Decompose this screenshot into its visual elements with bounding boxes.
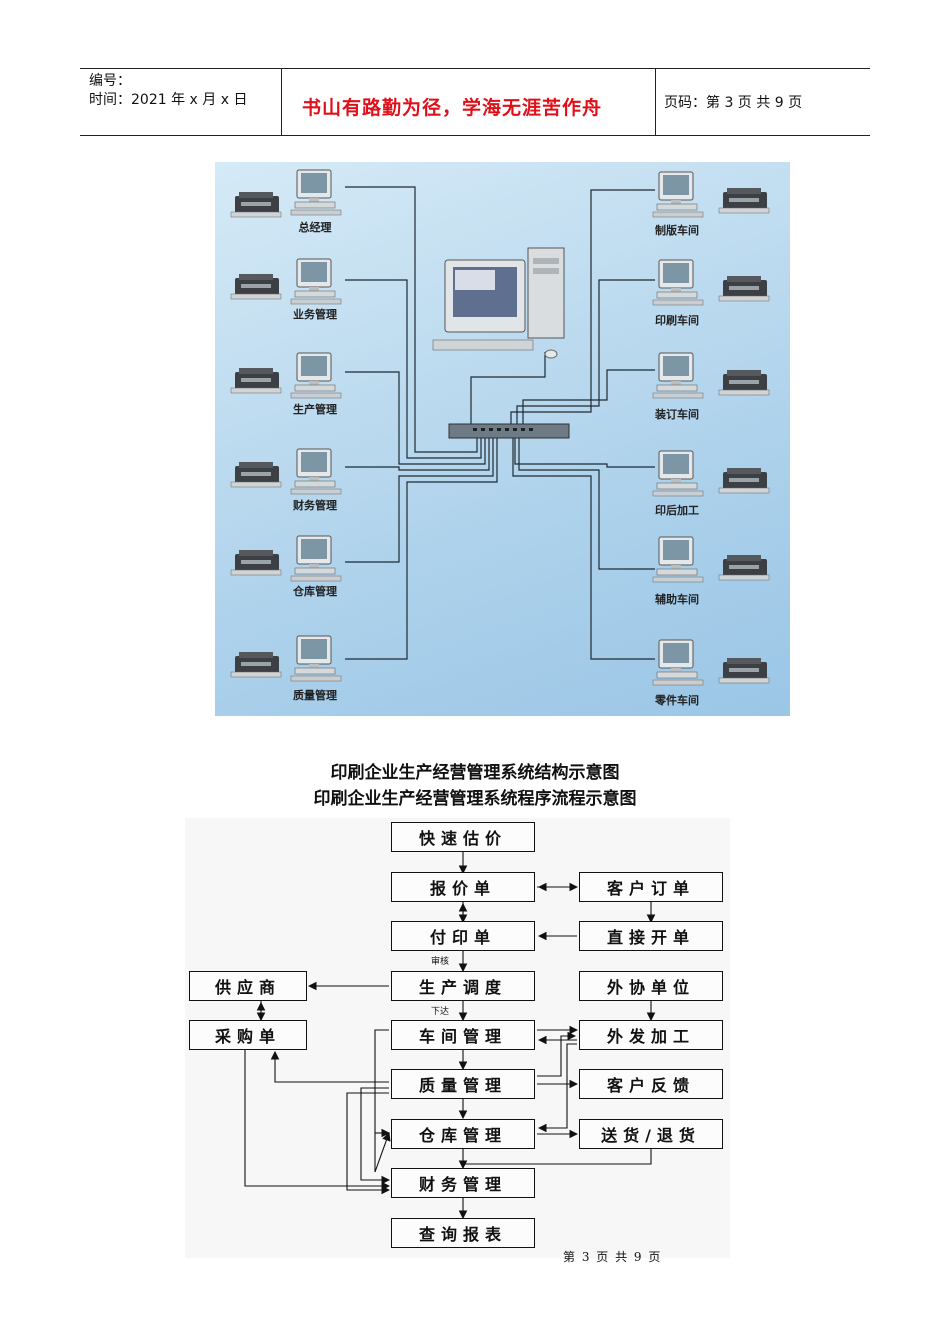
box-supplier: 供应商 [189,971,307,1001]
network-cables [345,186,655,660]
box-customer-feedback: 客户反馈 [579,1069,723,1099]
left-node-label: 仓库管理 [292,584,337,598]
left-node-label: 生产管理 [293,402,337,416]
flow-caption: 印刷企业生产经营管理系统程序流程示意图 [313,789,637,809]
box-print-order: 付印单 [391,921,535,951]
left-node-4: 财务管理 [230,448,342,512]
box-query-report: 查询报表 [391,1218,535,1248]
left-node-2: 业务管理 [230,258,342,321]
left-node-6: 质量管理 [230,635,342,702]
header-divider-right [655,68,656,136]
right-node-6: 零件车间 [652,639,770,707]
header-divider-left [281,68,282,136]
box-customer-order: 客户订单 [579,872,723,902]
right-node-label: 辅助车间 [655,592,699,606]
box-quality-management: 质量管理 [391,1069,535,1099]
flowchart: 快速估价 报价单 客户订单 付印单 直接开单 生产调度 供应商 外协单位 采购单… [185,818,730,1258]
left-node-5: 仓库管理 [230,535,342,598]
right-node-2: 印刷车间 [652,259,770,327]
box-warehouse-management: 仓库管理 [391,1119,535,1149]
box-delivery-return: 送货/退货 [579,1119,723,1149]
right-node-5: 辅助车间 [652,536,770,606]
page-footer: 第 3 页 共 9 页 [563,1250,661,1264]
box-purchase-order: 采购单 [189,1020,307,1050]
right-node-label: 印后加工 [655,503,699,517]
left-node-label: 业务管理 [293,307,337,321]
right-node-label: 制版车间 [655,223,699,237]
right-node-3: 装订车间 [652,352,770,421]
header-bottom-rule [80,135,870,136]
serial-label: 编号： [89,73,131,89]
box-direct-order: 直接开单 [579,921,723,951]
right-node-1: 制版车间 [652,171,770,237]
right-node-label: 印刷车间 [655,313,699,327]
box-finance-management: 财务管理 [391,1168,535,1198]
network-diagram: 总经理 业务管理 生产管理 财务管理 仓库管理 质量管理 制版车间 [215,162,790,716]
header-top-rule [80,68,870,69]
box-workshop-management: 车间管理 [391,1020,535,1050]
right-node-label: 零件车间 [654,693,699,707]
left-node-1: 总经理 [230,169,342,234]
box-production-dispatch: 生产调度 [391,971,535,1001]
box-quotation: 报价单 [391,872,535,902]
flowchart-connectors [244,852,656,1220]
note-review: 审核 [431,957,450,967]
left-node-label: 质量管理 [293,688,337,702]
box-outsource-processing: 外发加工 [579,1020,723,1050]
note-issue: 下达 [431,1007,450,1017]
right-node-4: 印后加工 [652,450,770,517]
right-node-label: 装订车间 [654,407,699,421]
time-label: 时间：2021 年 x 月 x 日 [89,92,248,108]
left-node-3: 生产管理 [230,352,342,416]
structure-caption: 印刷企业生产经营管理系统结构示意图 [330,763,620,783]
box-quick-estimate: 快速估价 [391,822,535,852]
left-node-label: 财务管理 [292,498,337,512]
server-computer [432,247,565,359]
left-node-label: 总经理 [299,220,332,234]
motto: 书山有路勤为径，学海无涯苦作舟 [302,97,603,119]
page-label: 页码：第 3 页 共 9 页 [664,95,803,111]
box-outsource-unit: 外协单位 [579,971,723,1001]
